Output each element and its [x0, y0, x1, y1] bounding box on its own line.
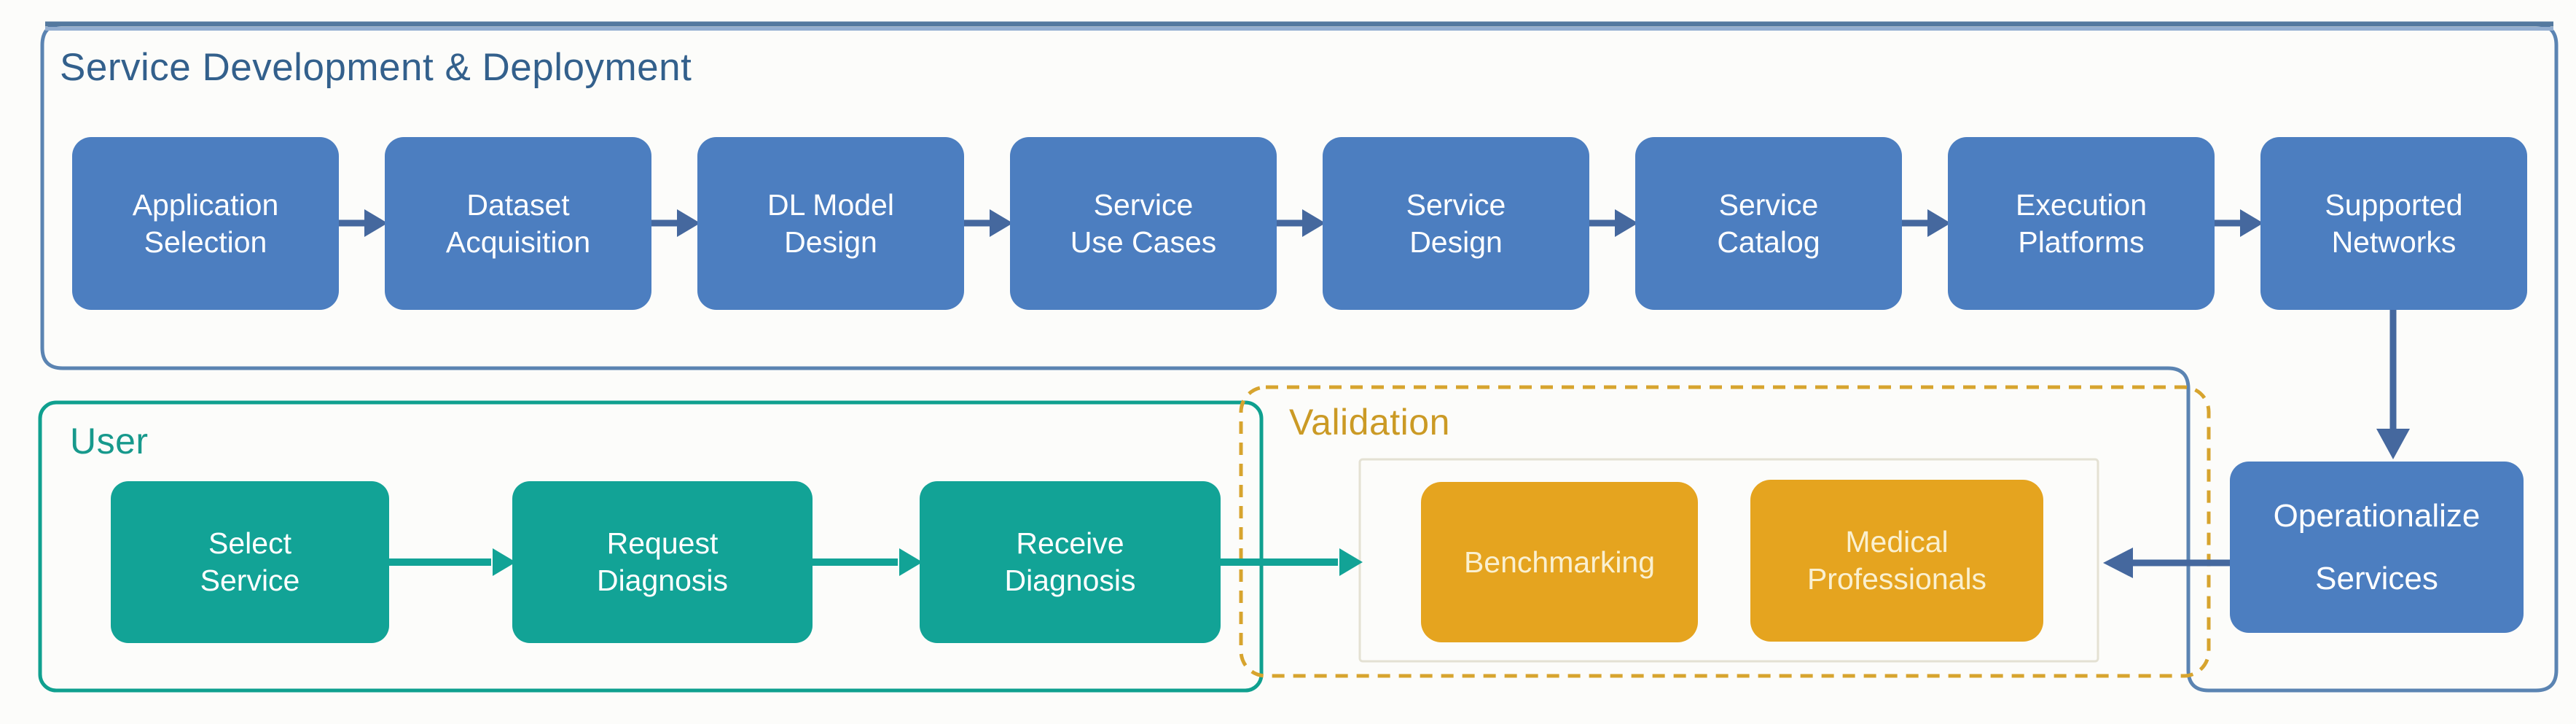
- flow-box-service-use-cases: Service Use Cases: [1010, 137, 1277, 310]
- arrow-operationalize-to-validation: [2103, 548, 2231, 578]
- arrow-application-to-dataset: [337, 209, 388, 237]
- flow-box-label: Service Catalog: [1717, 187, 1820, 259]
- flow-box-dl-model-design: DL Model Design: [697, 137, 964, 310]
- flow-box-label: Supported Networks: [2325, 187, 2463, 259]
- flow-box-supported-networks: Supported Networks: [2260, 137, 2527, 310]
- dev-deploy-section-title: Service Development & Deployment: [60, 46, 692, 89]
- validation-dashed-outline: [1239, 385, 2211, 678]
- flow-box-label: Application Selection: [132, 187, 279, 259]
- user-container-outline: [38, 400, 1264, 693]
- arrow-request-to-receive: [810, 548, 923, 576]
- flow-box-label: Select Service: [200, 526, 300, 597]
- dev-deploy-container-outline: [40, 23, 2559, 693]
- arrow-networks-to-operationalize: [2376, 309, 2410, 459]
- arrow-receive-to-validation: [1218, 548, 1363, 576]
- flow-box-execution-platforms: Execution Platforms: [1948, 137, 2215, 310]
- flow-box-label: Service Use Cases: [1070, 187, 1217, 259]
- flow-box-service-catalog: Service Catalog: [1635, 137, 1902, 310]
- flow-box-service-design: Service Design: [1323, 137, 1589, 310]
- flow-box-label: Execution Platforms: [2015, 187, 2148, 259]
- arrow-dlmodel-to-usecases: [962, 209, 1013, 237]
- arrow-servicedesign-to-catalog: [1587, 209, 1638, 237]
- arrow-dataset-to-dlmodel: [649, 209, 700, 237]
- arrow-usecases-to-servicedesign: [1275, 209, 1326, 237]
- flow-box-benchmarking: Benchmarking: [1421, 482, 1698, 642]
- flow-box-operationalize-services: Operationalize Services: [2230, 462, 2524, 633]
- flow-box-label: Service Design: [1406, 187, 1506, 259]
- flow-box-receive-diagnosis: Receive Diagnosis: [920, 481, 1221, 643]
- user-section-title: User: [70, 421, 149, 462]
- flow-box-label: Medical Professionals: [1806, 525, 1987, 596]
- arrow-select-to-request: [387, 548, 516, 576]
- flow-box-select-service: Select Service: [111, 481, 389, 643]
- flow-box-application-selection: Application Selection: [72, 137, 339, 310]
- flow-box-medical-professionals: Medical Professionals: [1750, 480, 2043, 642]
- flow-box-label: Benchmarking: [1463, 545, 1656, 579]
- validation-section-title: Validation: [1289, 402, 1450, 443]
- flow-box-label: Request Diagnosis: [596, 526, 729, 597]
- validation-inner-panel: [1358, 458, 2099, 663]
- flow-box-request-diagnosis: Request Diagnosis: [512, 481, 813, 643]
- flow-box-label: DL Model Design: [767, 187, 894, 259]
- arrow-platforms-to-networks: [2212, 209, 2263, 237]
- flow-box-label: Operationalize Services: [2273, 497, 2481, 596]
- flow-box-dataset-acquisition: Dataset Acquisition: [385, 137, 651, 310]
- arrow-catalog-to-platforms: [1900, 209, 1951, 237]
- flow-box-label: Receive Diagnosis: [1004, 526, 1136, 597]
- flow-box-label: Dataset Acquisition: [445, 187, 591, 259]
